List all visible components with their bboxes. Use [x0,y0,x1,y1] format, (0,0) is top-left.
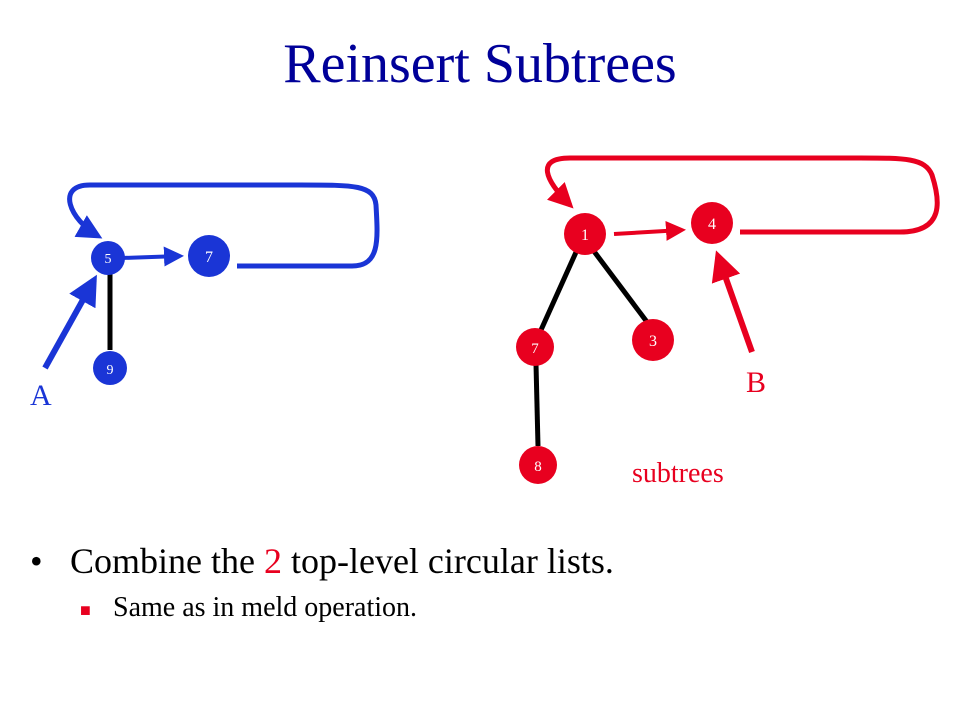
bullet-main: • Combine the 2 top-level circular lists… [30,540,930,582]
subtrees-label: subtrees [632,458,724,489]
slide-title: Reinsert Subtrees [283,33,677,95]
edge-7-8 [533,363,541,447]
tree-b-node-4: 4 [691,202,733,244]
tree-b-node-7: 7 [516,328,554,366]
svg-text:5: 5 [105,252,112,267]
edge-1-4 [613,220,686,241]
bullet-list: • Combine the 2 top-level circular lists… [30,540,930,624]
tree-a-node-9: 9 [93,351,127,385]
svg-text:8: 8 [534,459,542,475]
svg-text:1: 1 [581,227,589,244]
tree-b-node-3: 3 [632,319,674,361]
pointer-b-label: B [746,366,766,399]
bullet-main-text-start: Combine the [70,541,264,581]
tree-a-node-7: 7 [188,235,230,277]
bullet-main-number: 2 [263,541,282,581]
pointer-a-label: A [30,379,52,412]
edge-5-7 [121,246,184,267]
svg-text:7: 7 [205,249,213,266]
pointer-a-arrow [42,274,97,370]
bullet-square-icon: ■ [80,600,91,620]
pointer-b-arrow [711,250,755,354]
svg-text:7: 7 [531,341,539,357]
tree-b-node-1: 1 [564,213,606,255]
bullet-dot-icon: • [30,541,43,581]
svg-text:4: 4 [708,216,716,233]
tree-b-node-8: 8 [519,446,557,484]
tree-b-circular-link [545,155,940,235]
svg-text:3: 3 [649,333,657,350]
tree-a-node-5: 5 [91,241,125,275]
edge-1-7 [538,248,580,332]
bullet-main-text-end: top-level circular lists. [281,541,614,581]
tree-a-circular-link [67,182,380,269]
bullet-sub-text: Same as in meld operation. [113,592,418,623]
svg-text:9: 9 [107,363,114,378]
bullet-sub: ■ Same as in meld operation. [80,592,930,624]
edge-1-3 [591,248,649,324]
